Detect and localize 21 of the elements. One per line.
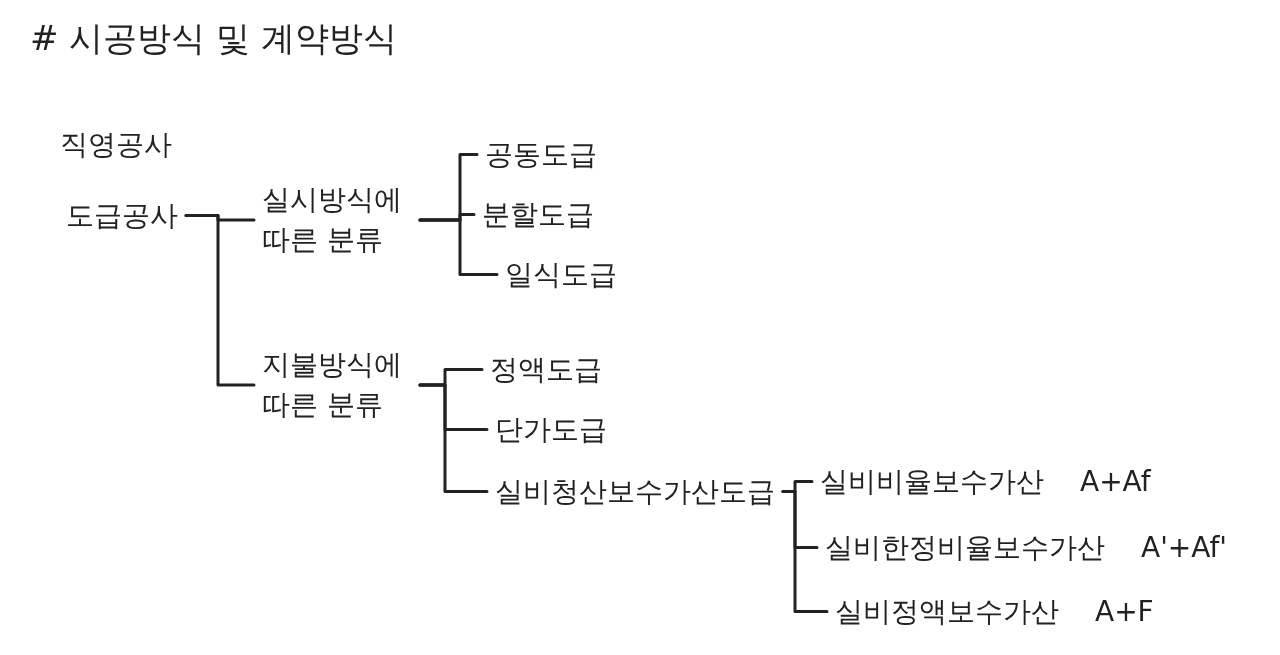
node-text: 공동도급 <box>485 138 597 171</box>
formula-text: A+Af <box>1080 465 1151 498</box>
node-text: 정액도급 <box>490 353 602 386</box>
node-text: 일식도급 <box>505 258 617 291</box>
node-text: 실시방식에 따른 분류 <box>262 182 403 258</box>
bracket-line <box>184 214 256 387</box>
bracket-line <box>418 218 499 276</box>
node-text: 도급공사 <box>66 199 178 232</box>
node-text: 분할도급 <box>482 198 594 231</box>
bracket-line <box>418 383 489 493</box>
node-text: 실비비율보수가산 <box>820 465 1044 498</box>
node-text: 실비한정비율보수가산 <box>825 531 1105 564</box>
node-text: 실비청산보수가산도급 <box>495 475 775 508</box>
node-text: 지불방식에 따른 분류 <box>262 347 403 423</box>
node-text: 단가도급 <box>495 413 607 446</box>
category-label: 직영공사 <box>60 127 172 163</box>
title: # 시공방식 및 계약방식 <box>30 18 397 58</box>
formula-text: A'+Af' <box>1141 531 1228 564</box>
formula-text: A+F <box>1095 595 1154 628</box>
node-text: 실비정액보수가산 <box>835 595 1059 628</box>
bracket-line <box>781 490 829 613</box>
